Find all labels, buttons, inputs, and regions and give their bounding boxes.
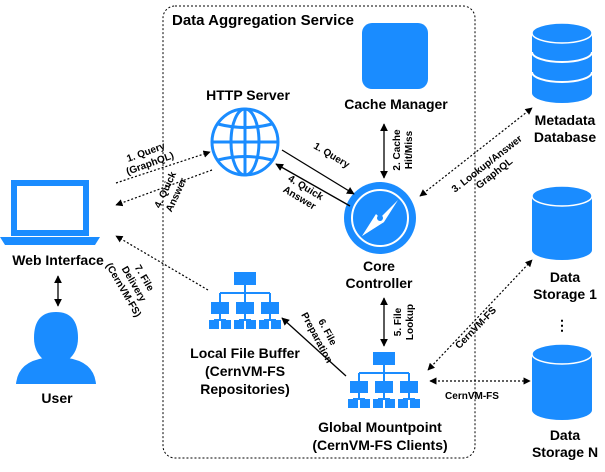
globe-icon (210, 107, 280, 177)
edge-file-preparation (281, 317, 347, 377)
file-lookup-label: 5. File Lookup (393, 304, 416, 340)
svg-text:5. File: 5. File (393, 307, 404, 336)
cache-square-icon (362, 23, 428, 89)
local-file-buffer-label-2: (CernVM-FS (205, 363, 285, 379)
edge-quick-answer-left (115, 169, 213, 207)
edge-file-delivery (115, 235, 209, 291)
laptop-icon (0, 180, 100, 245)
cernvm-fs-n-label: CernVM-FS (445, 391, 499, 402)
svg-text:Lookup: Lookup (405, 304, 416, 340)
quick-answer-left-label: 4. Quick Answer (153, 170, 190, 214)
storage-ellipsis: ⋮ (555, 317, 569, 333)
svg-text:CernVM-FS: CernVM-FS (454, 305, 500, 352)
data-storage-n-label-1: Data (550, 427, 581, 443)
global-mountpoint-label-1: Global Mountpoint (318, 419, 442, 435)
web-interface-label: Web Interface (12, 252, 104, 268)
query-core-label: 1. Query (311, 141, 351, 171)
database-icon-storage-n (531, 343, 593, 420)
data-storage-1-label-1: Data (550, 269, 581, 285)
metadata-db-label-2: Database (534, 129, 596, 145)
lookup-answer-label: 3. Lookup/Answer GraphQL (450, 134, 525, 196)
edge-query-core (281, 149, 355, 195)
service-title: Data Aggregation Service (172, 12, 354, 29)
svg-text:2. Cache: 2. Cache (392, 129, 403, 171)
cernvm-fs-1-label: CernVM-FS (454, 305, 500, 352)
user-label: User (41, 390, 73, 406)
cache-manager-label: Cache Manager (344, 96, 448, 112)
database-icon-storage-1 (531, 185, 593, 260)
data-storage-1-label-2: Storage 1 (533, 286, 597, 302)
metadata-db-label-1: Metadata (535, 112, 596, 128)
local-file-buffer-label-3: Repositories) (200, 381, 289, 397)
hierarchy-icon (209, 272, 281, 329)
core-controller-label-1: Core (363, 258, 395, 274)
global-mountpoint-label-2: (CernVM-FS Clients) (312, 437, 447, 453)
user-icon (16, 312, 96, 384)
cache-hit-miss-label: 2. Cache Hit/Miss (392, 129, 415, 171)
http-server-label: HTTP Server (206, 87, 290, 103)
quick-answer-core-label: 4. Quick Answer (281, 173, 325, 212)
service-boundary (162, 5, 476, 459)
file-preparation-label: 6. File Preparation (298, 311, 338, 365)
core-controller-label-2: Controller (346, 275, 413, 291)
compass-icon (344, 182, 416, 254)
hierarchy-icon-mountpoint (348, 352, 420, 408)
database-icon (531, 22, 593, 103)
edge-query-graphql (115, 150, 211, 184)
data-storage-n-label-2: Storage N (532, 444, 598, 460)
file-delivery-label: 7. File Delivery (CernVM-FS) (103, 261, 156, 319)
edge-quick-answer-core (275, 163, 351, 207)
local-file-buffer-label-1: Local File Buffer (190, 345, 300, 361)
edge-cernvm-fs-storage-1 (427, 259, 533, 371)
svg-text:1. Query: 1. Query (311, 141, 351, 171)
svg-text:Hit/Miss: Hit/Miss (404, 130, 415, 169)
